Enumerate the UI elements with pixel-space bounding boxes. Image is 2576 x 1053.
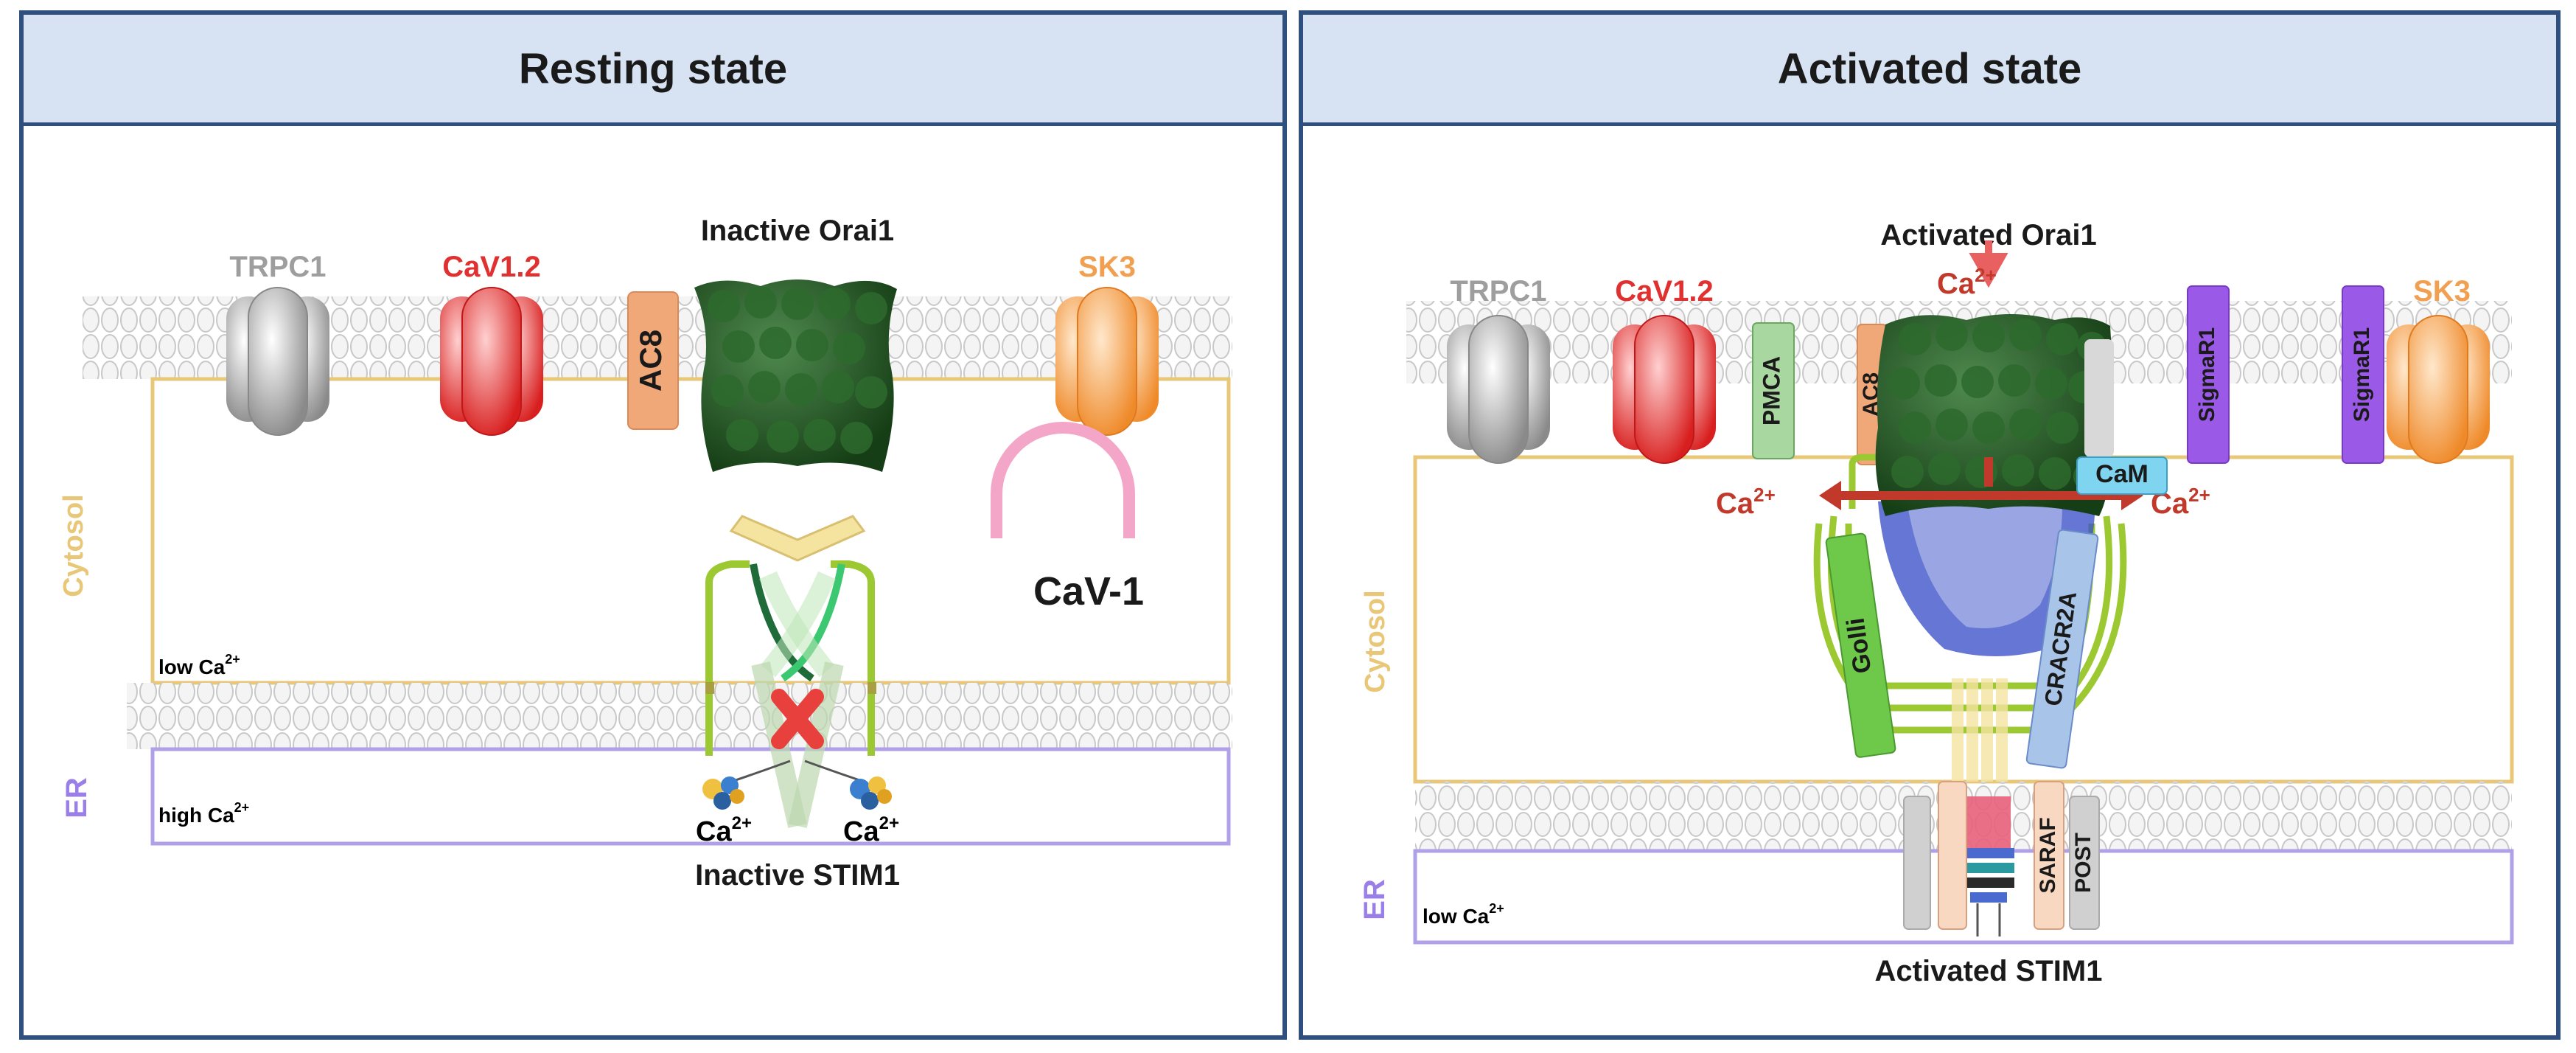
ac8-label: AC8 xyxy=(633,330,668,392)
cracr2a-protein: CRACR2A xyxy=(2025,529,2099,769)
stim1-ca-helices xyxy=(1952,678,2014,936)
activated-state-diagram: Cytosol ER low Ca2+ TRPC1 CaV1.2 PMCA AC… xyxy=(1358,219,2514,987)
sk3-label: SK3 xyxy=(2413,275,2471,307)
cav1-protein xyxy=(991,422,1135,538)
er-label: ER xyxy=(1358,879,1391,920)
stim1-label: Activated STIM1 xyxy=(1875,955,2103,987)
cav12-channel xyxy=(1613,315,1716,464)
er-grey-protein xyxy=(1903,796,1931,930)
pmca-label: PMCA xyxy=(1758,356,1784,425)
resting-state-panel: Resting state Cytosol ER low Ca2+ high C… xyxy=(19,10,1287,1040)
er-ca-label: high Ca2+ xyxy=(158,800,249,827)
cav12-label: CaV1.2 xyxy=(442,251,540,283)
resting-state-title: Resting state xyxy=(24,15,1282,126)
cav12-label: CaV1.2 xyxy=(1615,275,1713,307)
trpc1-channel xyxy=(1447,315,1550,464)
sk3-label: SK3 xyxy=(1078,251,1136,283)
er-peach-protein xyxy=(1938,781,1967,930)
trpc1-label: TRPC1 xyxy=(1450,275,1546,307)
trpc1-channel xyxy=(226,287,329,436)
ca-influx-arrow xyxy=(1969,240,2008,288)
cytosol-label: Cytosol xyxy=(1360,590,1391,692)
golli-protein: Golli xyxy=(1825,532,1896,758)
orai1-label: Inactive Orai1 xyxy=(701,215,894,247)
ef-hand-left xyxy=(702,776,744,810)
stim1-label: Inactive STIM1 xyxy=(695,859,900,892)
resting-state-diagram: Cytosol ER low Ca2+ high Ca2+ TRPC1 CaV1… xyxy=(58,215,1232,892)
ac8-protein xyxy=(627,291,679,430)
crac-complex xyxy=(1878,501,2095,656)
cam-label: CaM xyxy=(2095,460,2149,488)
stim1-protein xyxy=(702,515,892,828)
er-lumen xyxy=(150,747,1231,846)
cytosol-label: Cytosol xyxy=(58,494,89,597)
sk3-channel xyxy=(2387,315,2490,464)
activated-state-panel: Activated state Cytosol ER low Ca2+ xyxy=(1299,10,2561,1040)
cam-protein xyxy=(2076,456,2168,495)
ef-hand-right xyxy=(850,776,892,810)
orai1-channel xyxy=(694,279,897,472)
sigmar1-protein-b xyxy=(2342,285,2384,464)
er-ca-ion-left: Ca2+ xyxy=(696,813,752,847)
er-ca-label: low Ca2+ xyxy=(1423,901,1504,928)
er-membrane xyxy=(127,683,1232,749)
pmca-protein xyxy=(1752,322,1795,459)
post-protein xyxy=(2069,796,2100,930)
sigmar1-protein-a xyxy=(2187,285,2230,464)
post-label: POST xyxy=(2071,833,2095,893)
er-ca-ion-right: Ca2+ xyxy=(843,813,899,847)
orai1-channel xyxy=(1875,314,2112,516)
cav12-channel xyxy=(440,287,543,436)
ca-left-label: Ca2+ xyxy=(1716,484,1776,520)
saraf-label: SARAF xyxy=(2036,817,2060,893)
grey-membrane-protein xyxy=(2084,339,2114,457)
ca-influx-label: Ca2+ xyxy=(1937,264,1997,300)
sigmar1-label-a: SigmaR1 xyxy=(2195,327,2219,422)
cav1-label: CaV-1 xyxy=(1033,569,1144,614)
er-label: ER xyxy=(60,777,93,819)
activated-state-title: Activated state xyxy=(1303,15,2556,126)
sigmar1-label-b: SigmaR1 xyxy=(2350,327,2374,422)
sk3-channel xyxy=(1055,287,1159,436)
cytosol-ca-label: low Ca2+ xyxy=(158,652,240,678)
trpc1-label: TRPC1 xyxy=(229,251,326,283)
saraf-protein xyxy=(2034,781,2064,930)
